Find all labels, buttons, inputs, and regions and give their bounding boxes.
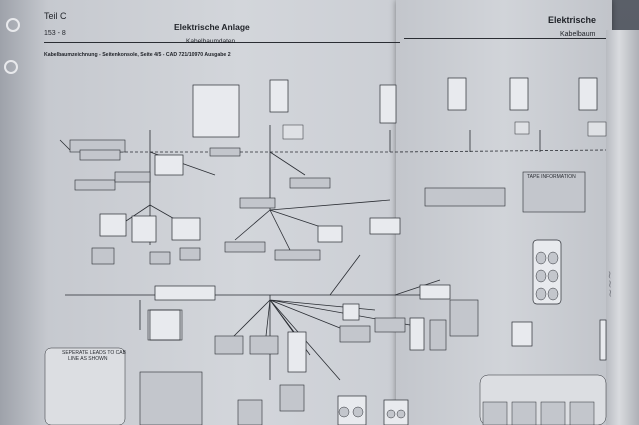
page-stack-edge xyxy=(606,30,639,425)
page-number: 153 - 8 xyxy=(44,30,66,37)
binder-ring xyxy=(6,18,20,32)
section-label: Teil C xyxy=(44,11,67,21)
page-subtitle-right: Kabelbaum xyxy=(560,31,596,38)
handwriting-mark: ~~~ xyxy=(603,270,617,299)
binder-ring xyxy=(4,60,18,74)
tape-table-title: TAPE INFORMATION xyxy=(527,174,576,180)
page-title-left: Elektrische Anlage xyxy=(174,22,250,32)
note-line-2: LINE AS SHOWN xyxy=(68,356,108,362)
header-rule xyxy=(44,42,400,43)
note-line-1: SEPERATE LEADS TO CAB xyxy=(62,350,127,356)
wire-tables xyxy=(69,139,586,425)
header-rule-right xyxy=(404,38,606,39)
page-subtitle-left: Kabelbaumdaten xyxy=(186,38,236,45)
drawing-caption: Kabelbaumzeichnung - Seitenkonsole, Seit… xyxy=(44,52,231,58)
diagram-notes: SEPERATE LEADS TO CAB LINE AS SHOWN TAPE… xyxy=(62,174,576,362)
harness-drawing-detail xyxy=(44,121,607,425)
page-title-right: Elektrische xyxy=(548,15,597,25)
right-page xyxy=(396,0,612,425)
